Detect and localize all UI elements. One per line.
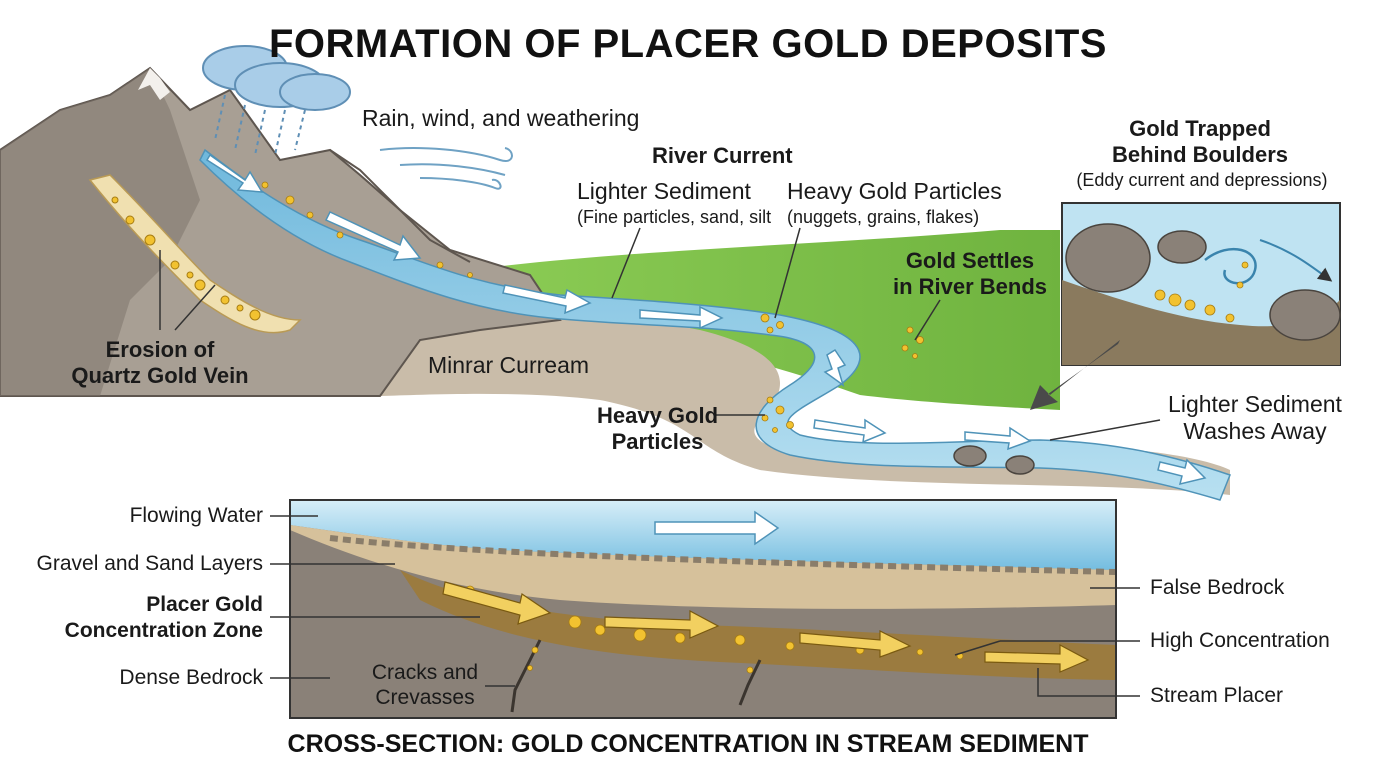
minor-stream-label: Minrar Curream [428,352,590,378]
erosion-label-line1: Erosion of [105,337,215,362]
heavy-gold-particles-label: Heavy Gold Particles [787,178,1002,204]
vein-gold-nuggets [111,196,261,321]
cross-section-title: CROSS-SECTION: GOLD CONCENTRATION IN STR… [287,730,1089,758]
cross-section-panel [289,499,1117,719]
mountain-snowcap [138,68,170,100]
weathering-label: Rain, wind, and weathering [362,105,640,131]
heavy-gold-label-line2: Particles [611,429,704,454]
gravel-sand-label: Gravel and Sand Layers [36,552,263,575]
heavy-gold-label-line1: Heavy Gold [596,403,719,428]
river-current-label: River Current [652,143,793,168]
boulder-inset [1061,202,1341,366]
inset-pointer-arrow [1030,340,1120,410]
gold-settles-label-line2: in River Bends [892,274,1048,299]
cloud [202,45,351,111]
washes-away-label-line2: Washes Away [1183,418,1327,444]
placer-zone-label-line1: Placer Gold [146,593,263,616]
stream-placer-label: Stream Placer [1150,684,1284,707]
river-gold-particles [261,181,924,433]
cracks-label-line1: Cracks and [371,661,479,684]
wind-swirls [379,147,513,190]
false-bedrock-label: False Bedrock [1150,576,1285,599]
mountain-shadow [0,68,200,396]
river-flow-arrows [205,153,1207,486]
diagram-title: FORMATION OF PLACER GOLD DEPOSITS [269,22,1107,66]
gold-trapped-note: (Eddy current and depressions) [1076,170,1328,190]
cracks-label-line2: Crevasses [375,686,475,709]
gold-trapped-label-line2: Behind Boulders [1111,142,1288,167]
rain [214,94,306,156]
river [199,148,1231,501]
heavy-gold-particles-note: (nuggets, grains, flakes) [787,207,980,227]
washes-away-label-line1: Lighter Sediment [1168,391,1342,417]
placer-zone-label-line2: Concentration Zone [64,619,263,642]
river-boulders [953,445,1035,475]
gold-settles-label-line1: Gold Settles [905,248,1035,273]
dense-bedrock-label: Dense Bedrock [119,666,263,689]
high-concentration-label: High Concentration [1150,629,1330,652]
erosion-label-line2: Quartz Gold Vein [71,363,249,388]
gold-trapped-label-line1: Gold Trapped [1129,116,1271,141]
upper-leader-lines [159,227,1161,441]
mountain-ridge-right [329,149,471,263]
quartz-gold-vein [88,174,302,334]
lighter-sediment-label: Lighter Sediment [577,178,751,204]
cross-leader-lines [270,515,1140,697]
flowing-water-label: Flowing Water [129,504,263,527]
lighter-sediment-note: (Fine particles, sand, silt [577,207,772,227]
